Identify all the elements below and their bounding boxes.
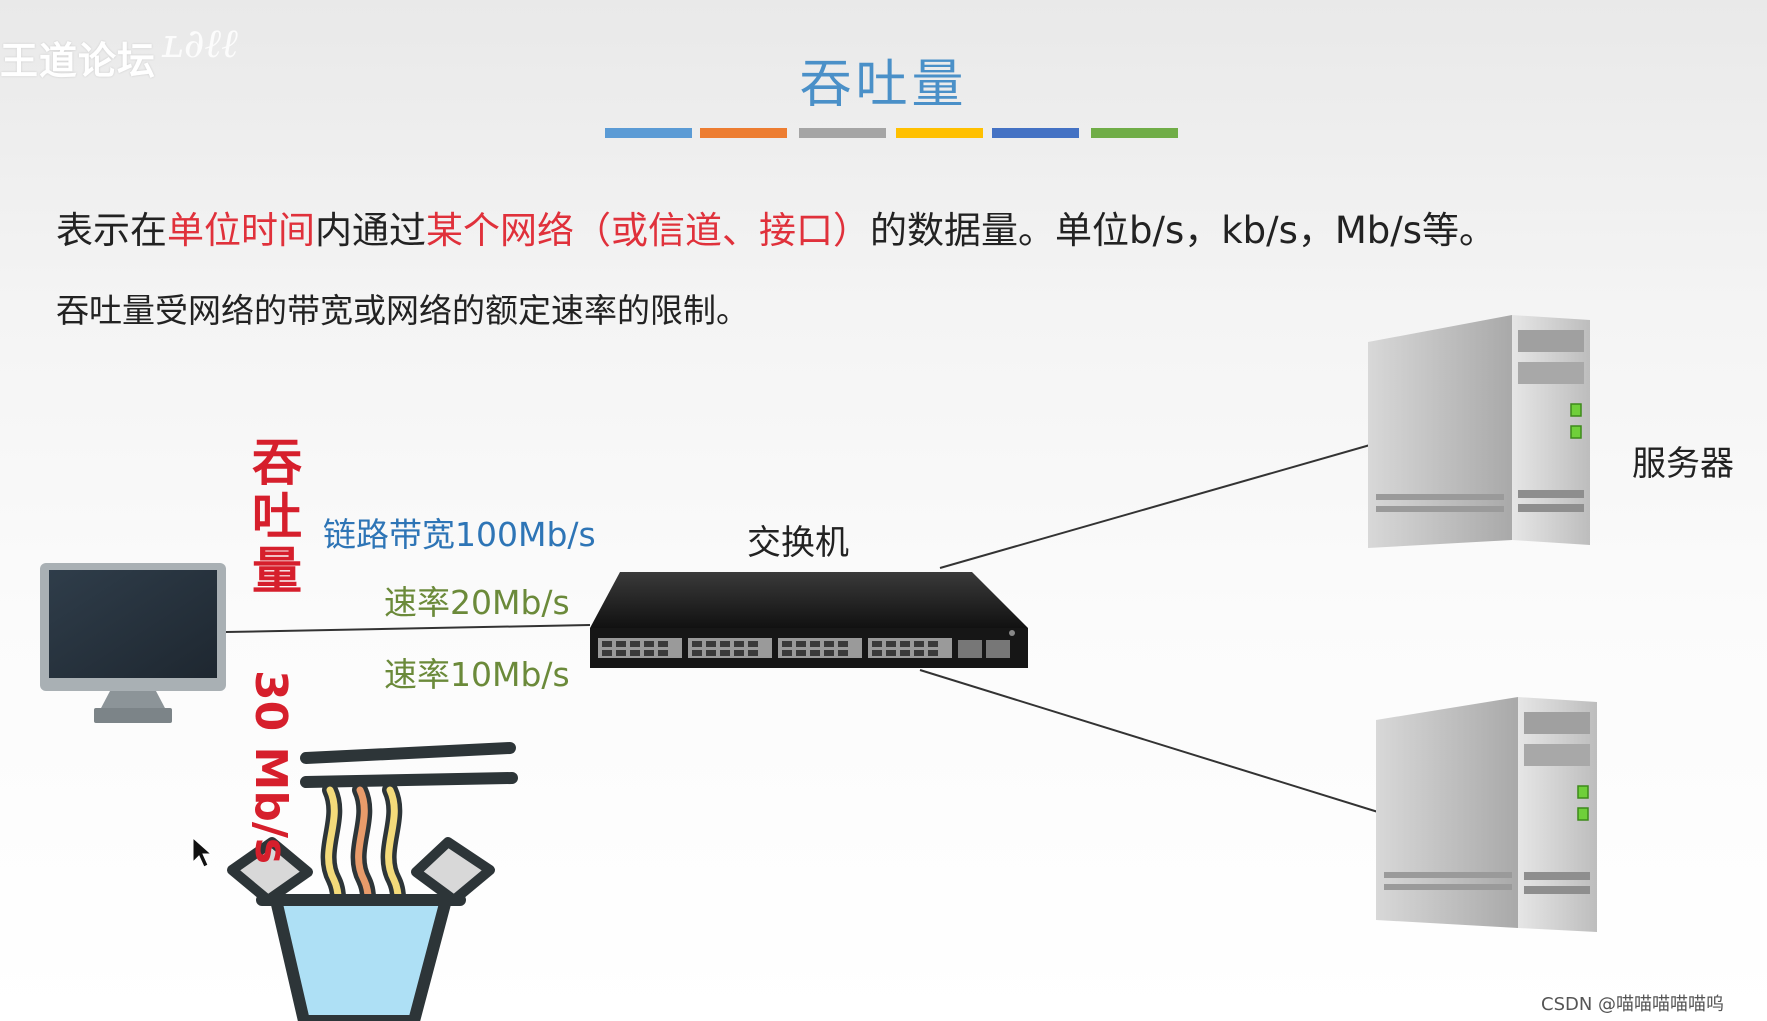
csdn-credit: CSDN @喵喵喵喵喵呜 (1541, 994, 1725, 1015)
link-switch-server-bottom (919, 669, 1379, 813)
computer-monitor-icon (40, 563, 226, 723)
mouse-cursor-icon (192, 836, 213, 868)
definition-highlight-network: 某个网络（或信道、接口） (426, 209, 870, 252)
rate-20-label: 速率20Mb/s (384, 583, 570, 622)
title-bar-5 (992, 128, 1079, 138)
noodle-box-icon (227, 742, 518, 1021)
slide-title: 吞吐量 (799, 55, 968, 115)
link-pc-switch (225, 624, 591, 633)
server-bottom-icon (1376, 697, 1597, 932)
throughput-label-text: 吞吐量 (252, 434, 302, 600)
title-bar-6 (1091, 128, 1178, 138)
throughput-label: 吞吐量 (246, 436, 308, 598)
title-bar-3 (799, 128, 886, 138)
definition-part1: 表示在 (56, 209, 167, 252)
title-bar-2 (700, 128, 787, 138)
definition-highlight-unit-time: 单位时间 (167, 209, 315, 252)
throughput-value-text: 30 Mb/s (245, 670, 296, 865)
switch-label: 交换机 (747, 523, 849, 563)
title-bar-4 (896, 128, 983, 138)
forum-watermark: 王道论坛 (0, 39, 157, 83)
title-bar-1 (605, 128, 692, 138)
definition-part5: 的数据量。单位b/s，kb/s，Mb/s等。 (870, 209, 1497, 252)
link-switch-server-top (939, 444, 1371, 569)
note-text: 吞吐量受网络的带宽或网络的额定速率的限制。 (56, 291, 749, 330)
signature-watermark: ʟ∂ℓℓ (162, 21, 238, 67)
rate-10-label: 速率10Mb/s (384, 655, 570, 694)
server-top-icon (1368, 315, 1590, 548)
definition-text: 表示在单位时间内通过某个网络（或信道、接口）的数据量。单位b/s，kb/s，Mb… (56, 200, 1496, 254)
network-switch-icon (590, 572, 1028, 668)
link-bandwidth-label: 链路带宽100Mb/s (323, 515, 596, 554)
server-label: 服务器 (1632, 444, 1734, 484)
definition-part3: 内通过 (315, 209, 426, 252)
